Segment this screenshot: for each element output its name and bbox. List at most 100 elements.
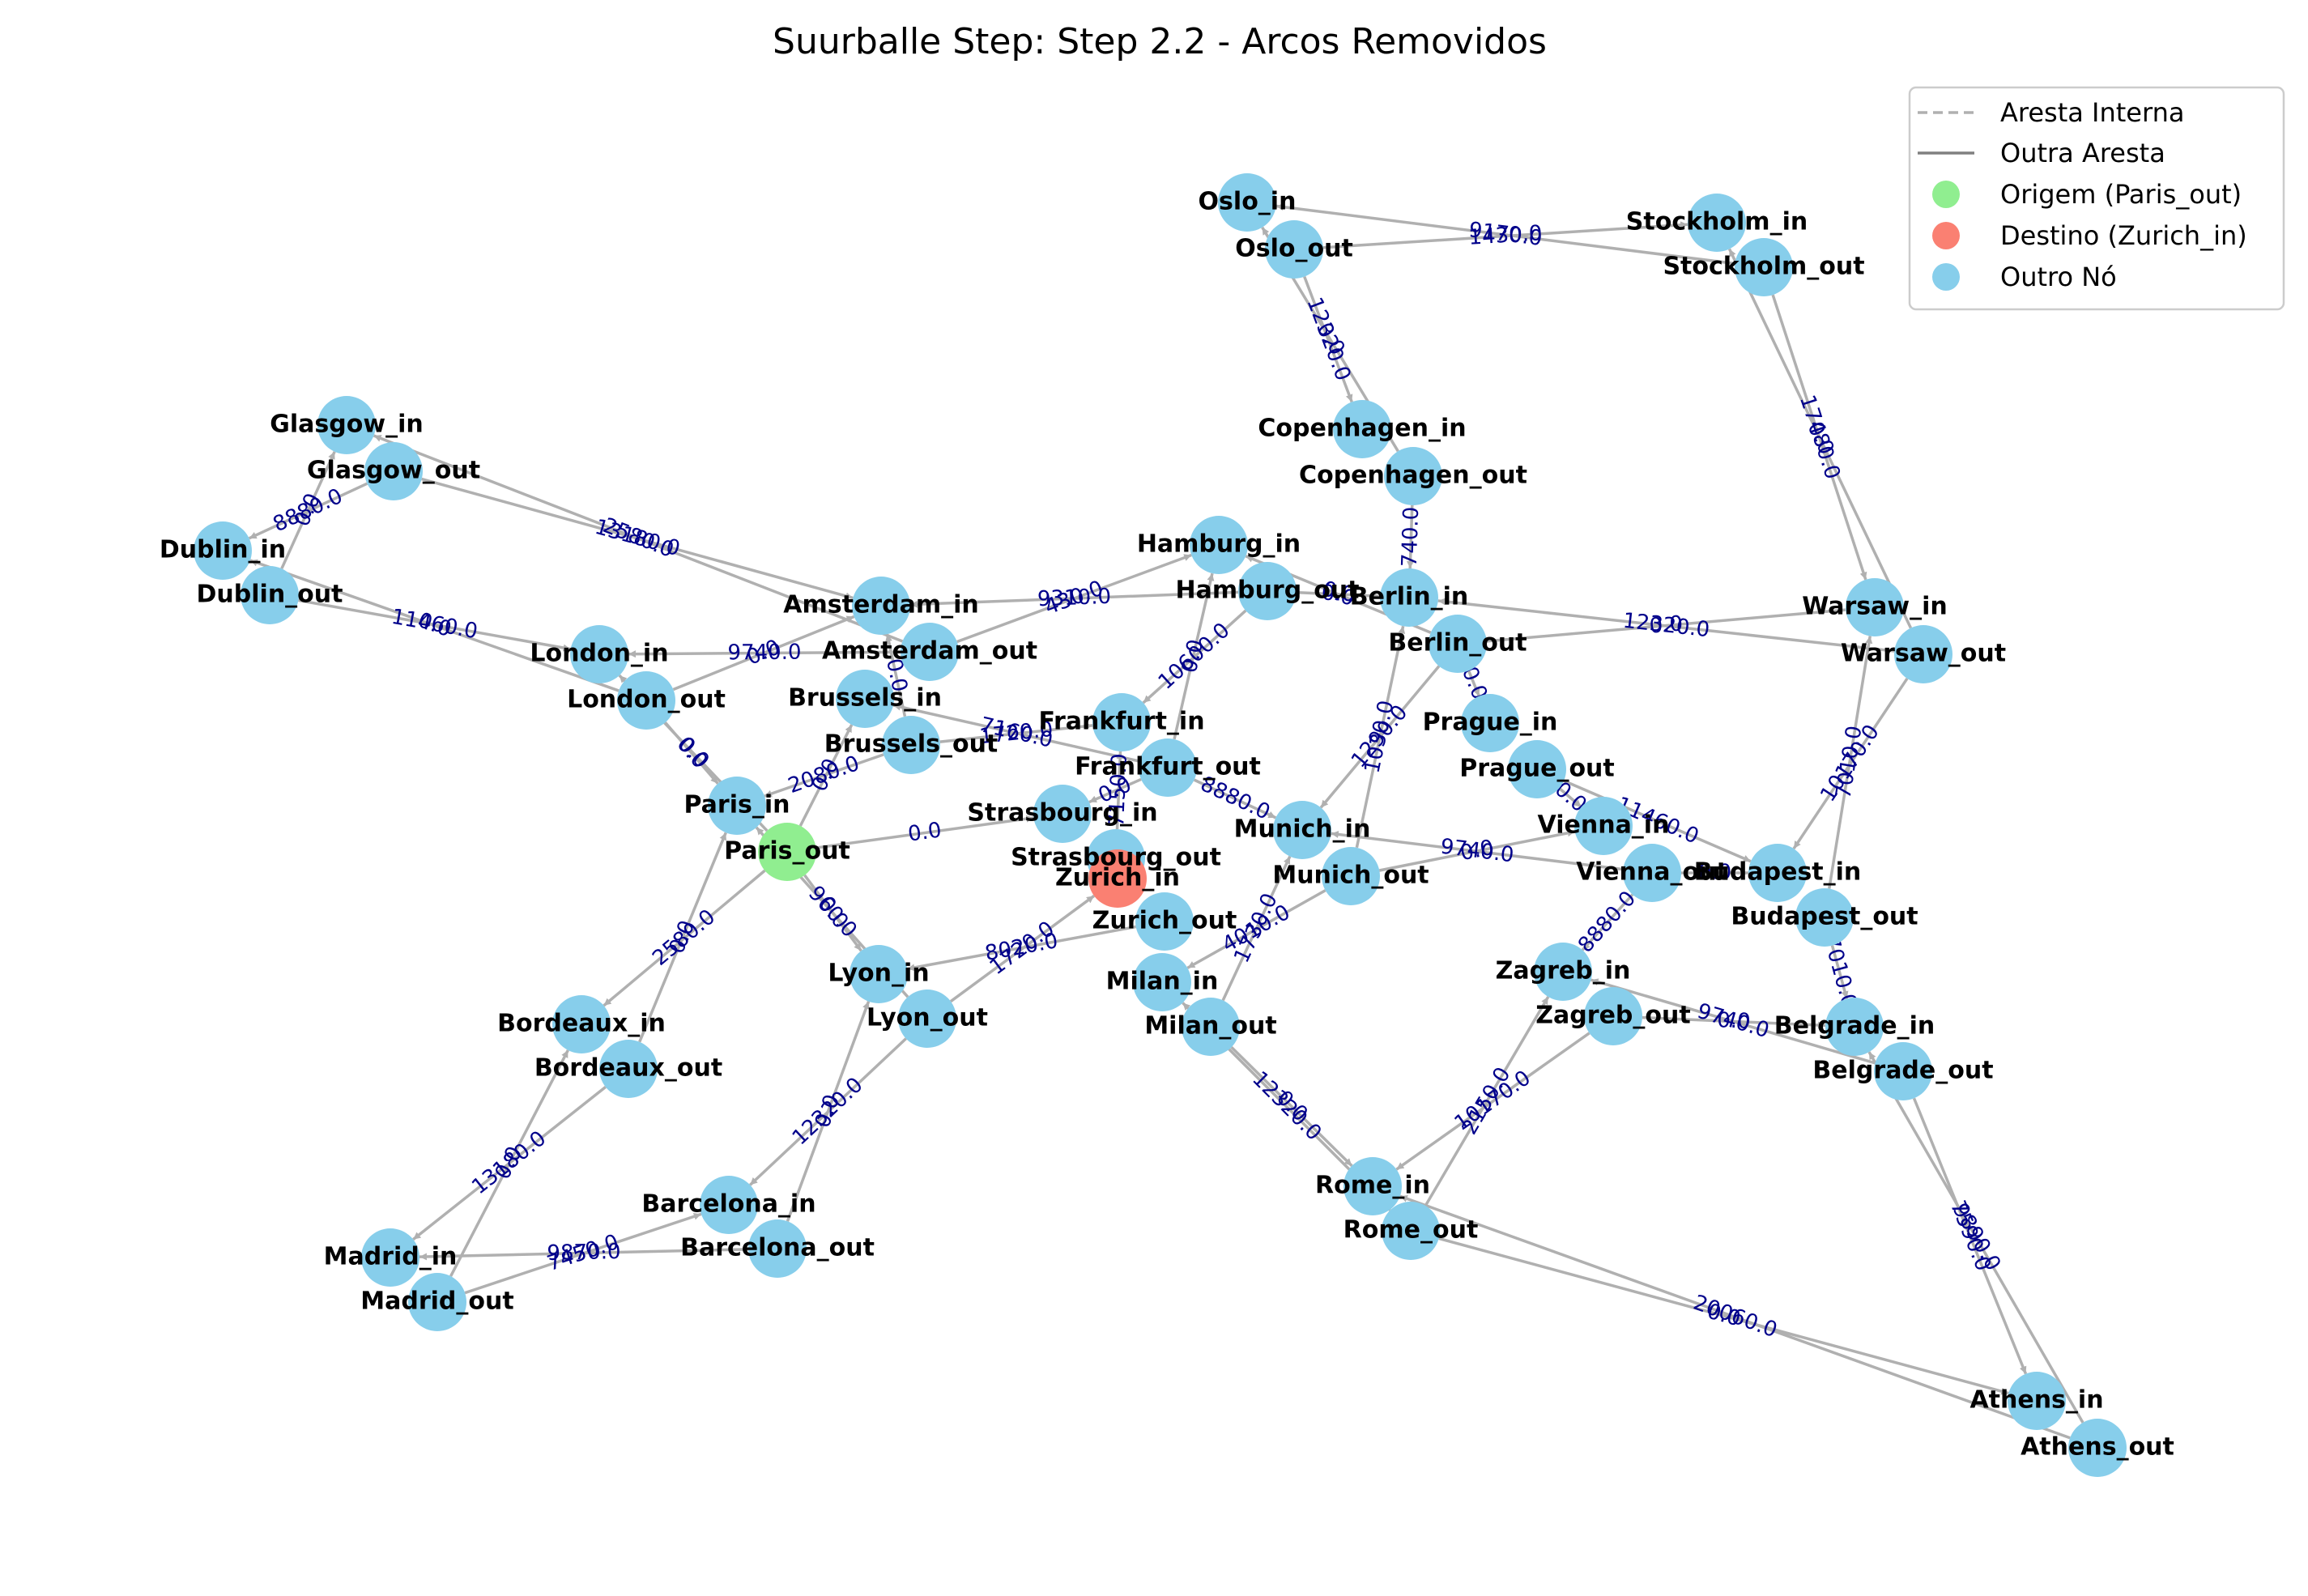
edge-label-Zagreb_out-to-Belgrade_in: 0.0 [1717,1008,1752,1034]
node-label-Athens_in: Athens_in [1969,1386,2103,1415]
edge-Copenhagen_out-to-Berlin_in [1407,504,1414,569]
node-label-Lyon_out: Lyon_out [867,1004,988,1032]
node-Berlin_in [1380,568,1438,627]
node-label-Athens_out: Athens_out [2021,1433,2174,1462]
node-Glasgow_out [364,442,423,500]
node-Vienna_out [1623,844,1681,902]
node-Munich_out [1322,847,1380,905]
node-Stockholm_in [1688,194,1746,252]
node-label-Copenhagen_in: Copenhagen_in [1258,415,1466,443]
legend-other-edge-label: Outra Aresta [2000,138,2165,168]
node-label-London_out: London_out [567,686,726,714]
nodes-layer [194,173,2127,1477]
edge-label-Berlin_out-to-Warsaw_in: 0.0 [1649,611,1684,638]
edge-Warsaw_out-to-Stockholm_in [1727,248,1913,629]
node-label-Barcelona_in: Barcelona_in [641,1190,815,1219]
edge-Munich_out-to-Berlin_in [1355,625,1406,849]
node-Bordeaux_in [552,995,611,1053]
edge-Rome_out-to-Athens_in [1438,1236,2009,1395]
edge-Amsterdam_out-to-London_in [628,650,901,658]
edge-Amsterdam_out-to-Glasgow_in [373,434,904,643]
edge-Frankfurt_out-to-Strasbourg_in [1088,777,1142,804]
edge-London_out-to-Dublin_in [249,559,620,692]
node-label-Strasbourg_out: Strasbourg_out [1011,844,1221,872]
node-label-Frankfurt_in: Frankfurt_in [1038,708,1204,736]
edge-Madrid_out-to-Bordeaux_in [449,1049,569,1277]
node-Brussels_in [836,670,894,728]
edge-Hamburg_out-to-Amsterdam_in [909,590,1239,608]
edge-label-Frankfurt_out-to-Hamburg_in: 0.0 [1177,637,1208,675]
edge-label-Warsaw_out-to-Berlin_in: 12320.0 [1621,609,1710,643]
node-label-Strasbourg_in: Strasbourg_in [967,799,1157,828]
edges-layer [248,203,2084,1440]
figure-title: Suurballe Step: Step 2.2 - Arcos Removid… [773,21,1547,62]
legend-frame [1908,86,2285,311]
node-label-Brussels_out: Brussels_out [824,730,999,759]
edge-label-Paris_out-to-Strasbourg_in: 0.0 [906,818,943,846]
node-Belgrade_out [1874,1042,1932,1100]
edge-Budapest_out-to-Belgrade_in [1830,945,1849,999]
edge-Stockholm_out-to-Oslo_in [1275,203,1735,266]
node-label-Zurich_in: Zurich_in [1055,864,1180,892]
edge-Berlin_out-to-Prague_in [1467,670,1481,697]
node-Belgrade_in [1825,998,1884,1056]
node-label-Rome_out: Rome_out [1343,1216,1479,1245]
node-Zagreb_in [1534,943,1592,1001]
node-Zagreb_out [1584,987,1642,1045]
edge-label-Vienna_out-to-Zagreb_in: 8880.0 [1573,887,1641,958]
node-label-London_in: London_in [530,640,668,668]
edge-label-Copenhagen_out-to-Berlin_in: 740.0 [1398,506,1424,567]
node-Athens_in [2008,1372,2066,1430]
edge-Belgrade_out-to-Zagreb_in [1590,978,1876,1065]
node-Frankfurt_out [1139,738,1197,797]
edge-label-Vienna_out-to-Budapest_in: 0.0 [1698,861,1731,885]
edge-Athens_out-to-Belgrade_in [1867,1051,2084,1424]
node-London_in [570,625,628,683]
node-Dublin_out [241,566,299,624]
node-Copenhagen_out [1384,447,1442,505]
node-label-Munich_in: Munich_in [1234,815,1371,844]
node-label-Zagreb_in: Zagreb_in [1496,957,1631,985]
node-label-Copenhagen_out: Copenhagen_out [1299,462,1527,490]
legend: Aresta Interna Outra Aresta Origem (Pari… [1908,86,2285,311]
edge-label-Vienna_out-to-Munich_in: 9740.0 [1439,835,1515,868]
node-labels-layer: Oslo_inOslo_outStockholm_inStockholm_out… [160,188,2174,1462]
node-label-Budapest_out: Budapest_out [1731,903,1918,931]
node-label-Bordeaux_in: Bordeaux_in [497,1010,666,1038]
edge-Vienna_out-to-Zagreb_in [1581,893,1634,951]
node-label-Milan_in: Milan_in [1106,968,1219,996]
legend-other-node-label: Outro Nó [2000,262,2117,292]
node-label-Zurich_out: Zurich_out [1092,907,1237,935]
node-label-Glasgow_in: Glasgow_in [270,411,423,439]
node-label-Brussels_in: Brussels_in [788,684,942,713]
edge-Prague_out-to-Vienna_in [1558,787,1582,808]
node-label-Lyon_in: Lyon_in [828,960,929,988]
node-Lyon_in [850,945,908,1003]
node-label-Budapest_in: Budapest_in [1694,858,1862,887]
node-label-Oslo_out: Oslo_out [1235,235,1353,263]
edge-Athens_out-to-Rome_in [1399,1194,2071,1440]
node-label-Munich_out: Munich_out [1272,862,1429,890]
node-label-Stockholm_in: Stockholm_in [1626,208,1808,236]
node-Glasgow_in [317,396,376,454]
legend-destination-label: Destino (Zurich_in) [2000,220,2247,251]
node-label-Dublin_out: Dublin_out [197,581,343,609]
edge-label-Hamburg_out-to-Amsterdam_in: 9310.0 [1037,585,1111,611]
edge-Prague_out-to-Budapest_in [1563,779,1752,863]
node-label-Belgrade_in: Belgrade_in [1774,1012,1935,1041]
edge-Budapest_out-to-Warsaw_in [1828,636,1873,889]
node-label-Paris_out: Paris_out [724,837,850,866]
edge-Barcelona_out-to-Lyon_in [786,1001,871,1222]
node-Bordeaux_out [599,1040,658,1098]
node-Zurich_out [1135,892,1194,951]
node-label-Prague_in: Prague_in [1423,709,1558,737]
node-Milan_out [1182,998,1240,1056]
node-Barcelona_out [748,1219,807,1278]
node-label-Madrid_out: Madrid_out [360,1287,513,1316]
node-Strasbourg_in [1033,785,1092,843]
node-Brussels_out [882,716,940,774]
node-label-Berlin_out: Berlin_out [1388,629,1527,658]
node-Lyon_out [898,990,956,1048]
node-Amsterdam_out [901,623,959,681]
edge-label-Rome_out-to-Milan_in: 12320.0 [1247,1067,1326,1146]
